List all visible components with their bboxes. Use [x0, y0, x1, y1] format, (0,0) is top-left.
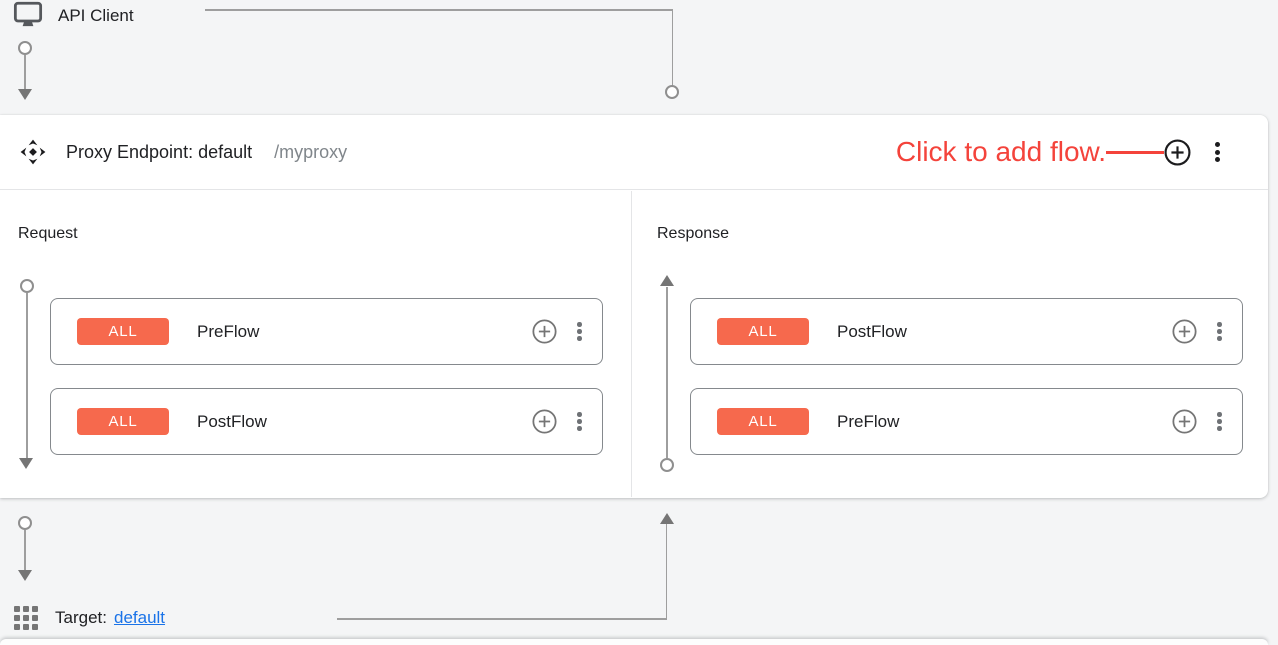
request-preflow-card[interactable]: ALL PreFlow	[50, 298, 603, 365]
flow-menu-button[interactable]	[1217, 411, 1222, 433]
response-postflow-card[interactable]: ALL PostFlow	[690, 298, 1243, 365]
response-connector-arrow	[660, 275, 674, 286]
response-column-label: Response	[657, 225, 730, 242]
condition-badge: ALL	[717, 408, 809, 435]
flow-name: PreFlow	[197, 321, 260, 341]
connector-left-bottom-circle	[18, 516, 32, 530]
proxy-endpoint-title: Proxy Endpoint: default	[66, 141, 253, 162]
request-postflow-card[interactable]: ALL PostFlow	[50, 388, 603, 455]
annotation-pointer-line	[1106, 150, 1164, 154]
flow-name: PreFlow	[837, 411, 900, 431]
response-connector-line	[666, 287, 668, 458]
proxy-endpoint-panel: Proxy Endpoint: default /myproxy Click t…	[0, 115, 1268, 498]
proxy-endpoint-menu-button[interactable]	[1215, 140, 1220, 163]
request-connector-arrow	[19, 458, 33, 469]
connector-top-terminal-circle	[665, 85, 679, 99]
add-policy-button[interactable]	[532, 409, 557, 434]
target-default-link[interactable]: default	[113, 608, 166, 627]
connector-left-bottom-line	[24, 530, 26, 571]
response-connector-circle	[660, 458, 674, 472]
condition-badge: ALL	[77, 408, 169, 435]
flow-name: PostFlow	[197, 411, 267, 431]
request-connector-line	[26, 293, 28, 459]
target-label: Target:	[55, 608, 107, 627]
flow-menu-button[interactable]	[1217, 321, 1222, 343]
connector-left-top-circle	[18, 41, 32, 55]
add-policy-button[interactable]	[532, 319, 557, 344]
response-preflow-card[interactable]: ALL PreFlow	[690, 388, 1243, 455]
connector-left-top-arrow	[18, 89, 32, 100]
api-client-icon	[13, 1, 43, 29]
add-policy-button[interactable]	[1172, 319, 1197, 344]
api-client-label: API Client	[58, 6, 134, 25]
connector-top-vertical	[671, 9, 673, 86]
proxy-endpoint-header: Proxy Endpoint: default /myproxy Click t…	[0, 115, 1268, 190]
flow-menu-button[interactable]	[577, 321, 582, 343]
condition-badge: ALL	[77, 318, 169, 345]
proxy-endpoint-icon	[20, 139, 46, 165]
flow-menu-button[interactable]	[577, 411, 582, 433]
request-column-label: Request	[18, 225, 78, 242]
connector-target-horizontal	[337, 618, 667, 620]
connector-top-horizontal	[205, 9, 673, 11]
request-response-divider	[631, 191, 632, 497]
connector-target-arrow	[660, 513, 674, 524]
connector-left-bottom-arrow	[18, 570, 32, 581]
flow-name: PostFlow	[837, 321, 907, 341]
request-connector-circle	[20, 279, 34, 293]
condition-badge: ALL	[717, 318, 809, 345]
target-endpoint-panel-edge	[0, 639, 1268, 645]
add-flow-annotation: Click to add flow.	[895, 136, 1106, 167]
add-flow-button[interactable]	[1164, 139, 1191, 166]
connector-left-top-line	[24, 55, 26, 90]
connector-target-vertical	[665, 524, 667, 619]
proxy-endpoint-basepath: /myproxy	[274, 141, 348, 162]
add-policy-button[interactable]	[1172, 409, 1197, 434]
target-endpoint-icon	[14, 606, 38, 630]
